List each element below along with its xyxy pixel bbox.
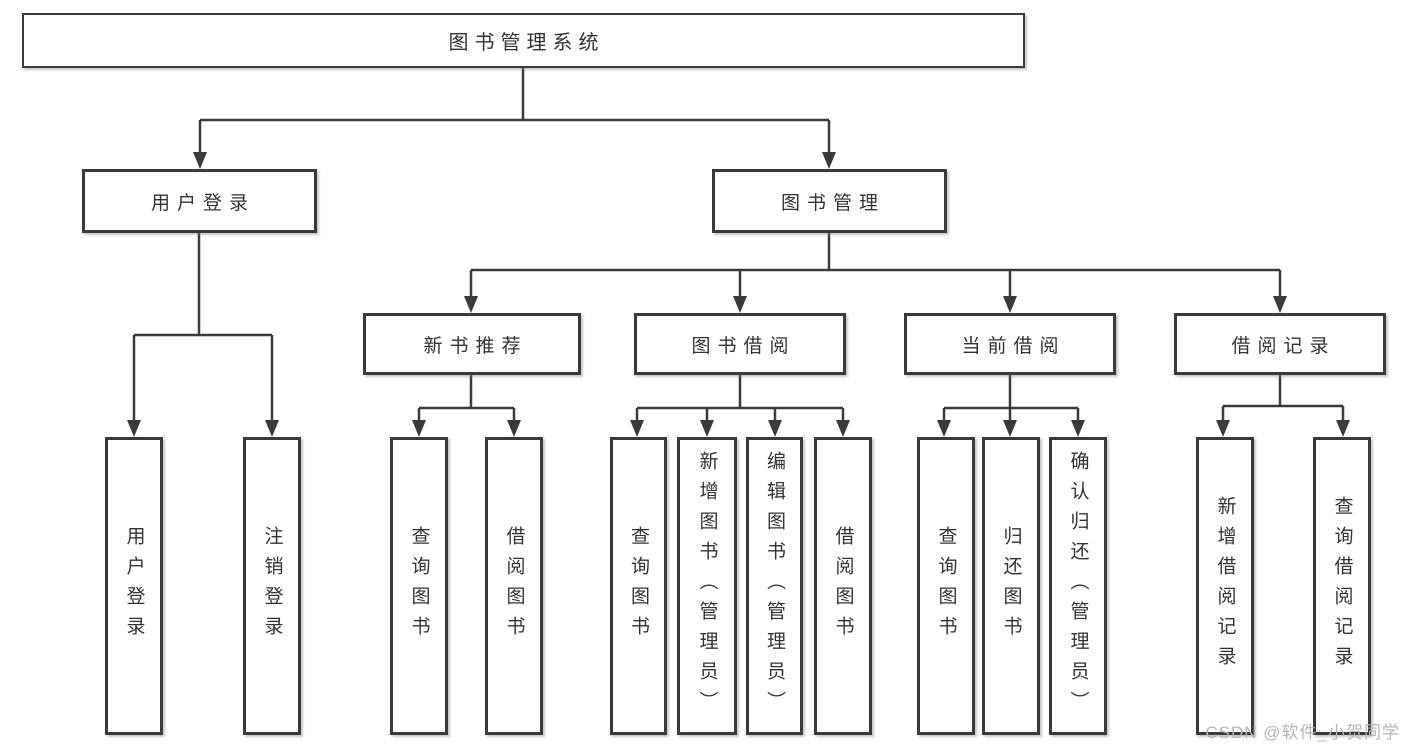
node-label: 编辑图书（管理员） [764,451,785,721]
arrowhead-user-login [193,152,207,169]
node-book-borrow: 图书借阅 [634,313,846,375]
node-label: 图书管理 [780,192,885,214]
node-current-borrow: 当前借阅 [904,313,1116,375]
leaf-br-add-record: 新增借阅记录 [1196,437,1254,735]
node-label: 用户登录 [123,526,145,646]
node-new-book-recommend: 新书推荐 [363,313,581,375]
arrowhead-cb-confirm [1071,420,1085,437]
node-label: 查询图书 [628,526,649,646]
arrowhead-nb-borrow [507,420,521,437]
arrowhead-nb-query [412,420,426,437]
arrowhead-book-management [822,152,836,169]
arrowhead-cb-query [937,420,951,437]
node-root-library-system: 图书管理系统 [22,13,1025,68]
arrowhead-borrow-records [1273,296,1287,313]
arrowhead-bb-add [700,420,714,437]
arrowhead-bb-edit [768,420,782,437]
arrowhead-new-book-recommend [464,296,478,313]
node-book-management: 图书管理 [712,169,947,233]
leaf-br-query-record: 查询借阅记录 [1313,437,1371,735]
node-label: 当前借阅 [961,335,1066,357]
leaf-bb-edit-books-admin: 编辑图书（管理员） [746,437,803,735]
node-user-login: 用户登录 [82,169,317,233]
node-label: 借阅图书 [503,526,525,646]
arrowhead-current-borrow [1003,296,1017,313]
arrowhead-br-add [1216,420,1230,437]
leaf-nb-borrow-books: 借阅图书 [485,437,543,735]
node-label: 图书借阅 [691,335,796,357]
node-label: 新增图书（管理员） [696,451,718,721]
node-label: 借阅图书 [832,526,854,646]
leaf-nb-query-books: 查询图书 [390,437,448,735]
leaf-bb-add-books-admin: 新增图书（管理员） [677,437,737,735]
node-borrow-records: 借阅记录 [1174,313,1386,375]
node-label: 新书推荐 [423,335,528,357]
leaf-cb-query-books: 查询图书 [917,437,975,735]
node-label: 查询图书 [408,526,430,646]
node-label: 注销登录 [261,526,283,646]
arrowhead-br-query [1336,420,1350,437]
node-label: 归还图书 [1000,526,1022,646]
node-label: 新增借阅记录 [1214,496,1236,676]
node-label: 查询借阅记录 [1331,496,1353,676]
arrowhead-cb-return [1003,420,1017,437]
leaf-bb-borrow-books: 借阅图书 [814,437,872,735]
arrowhead-leaf-user-login [127,420,141,437]
arrowhead-book-borrow [733,296,747,313]
node-label: 查询图书 [935,526,957,646]
leaf-user-login: 用户登录 [105,437,163,735]
leaf-bb-query-books: 查询图书 [610,437,667,735]
arrowhead-bb-query [630,420,644,437]
node-label: 借阅记录 [1231,335,1336,357]
arrowhead-leaf-logout [265,420,279,437]
leaf-logout: 注销登录 [243,437,301,735]
leaf-cb-confirm-return-admin: 确认归还（管理员） [1049,437,1107,735]
csdn-watermark: CSDN @软件_小贺同学 [1205,723,1400,742]
node-label: 确认归还（管理员） [1067,451,1089,721]
node-label: 图书管理系统 [448,32,605,54]
node-label: 用户登录 [150,192,255,214]
arrowhead-bb-borrow [836,420,850,437]
leaf-cb-return-books: 归还图书 [982,437,1040,735]
